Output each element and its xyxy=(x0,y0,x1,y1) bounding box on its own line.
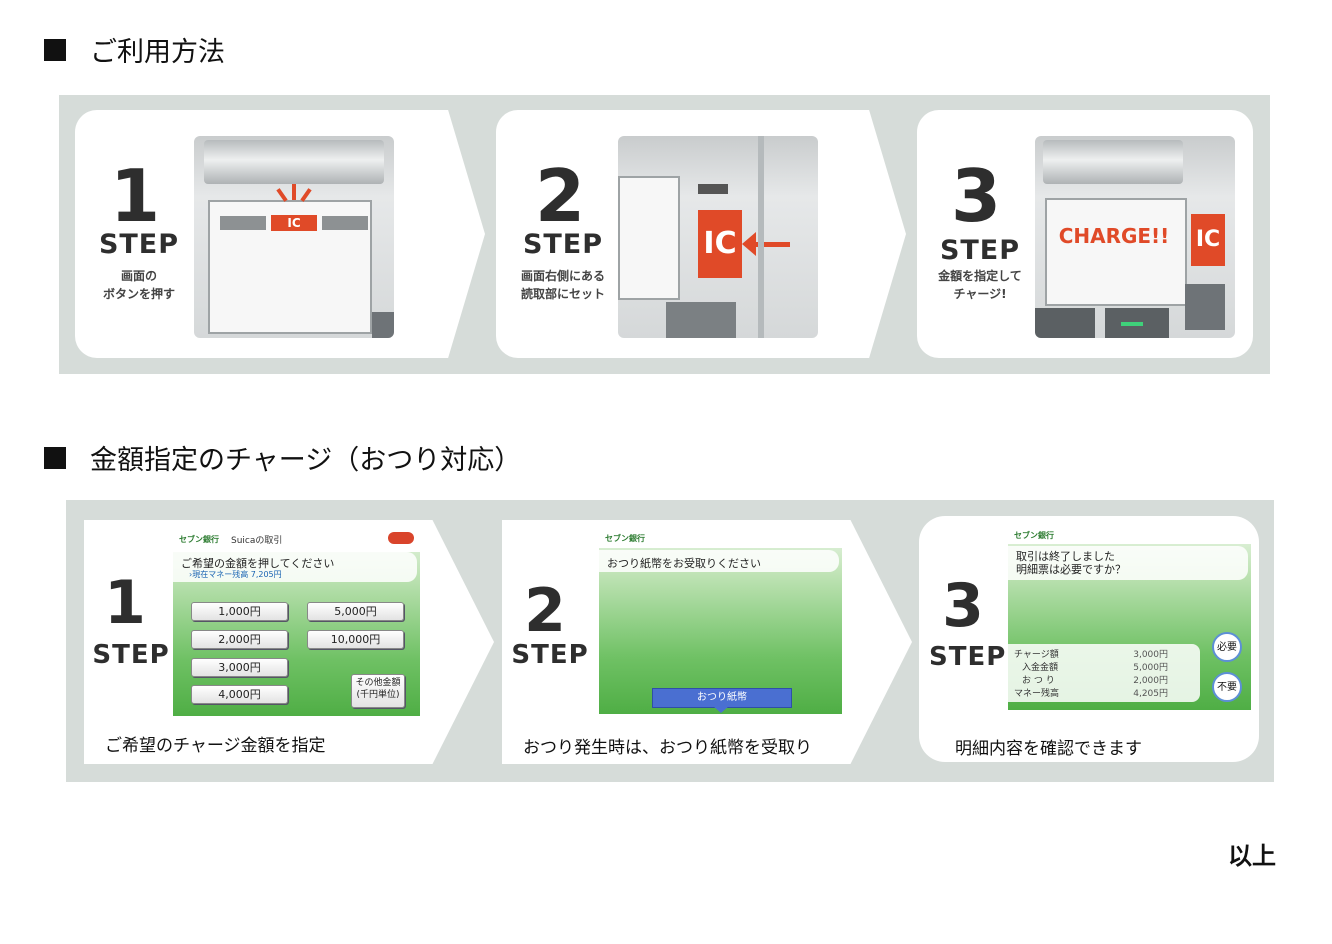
receipt-need-button[interactable]: 必要 xyxy=(1212,632,1242,662)
receipt-no-button[interactable]: 不要 xyxy=(1212,672,1242,702)
amount-10000-button[interactable]: 10,000円 xyxy=(307,630,404,649)
receipt-confirm-screen: セブン銀行 取引は終了しました 明細票は必要ですか？ チャージ額 3,000円 … xyxy=(1008,526,1251,710)
atm-photo-3: CHARGE!! IC xyxy=(1035,136,1235,338)
charge-step-3-label: STEP xyxy=(929,642,1007,672)
change-slot-indicator: おつり紙幣 xyxy=(652,688,792,708)
charge-step-2-caption: おつり発生時は、おつり紙幣を受取り xyxy=(523,738,812,758)
other-amount-button[interactable]: その他金額(千円単位) xyxy=(351,674,405,708)
charge-step-2-label: STEP xyxy=(511,640,589,670)
arrow-left-icon xyxy=(742,232,756,256)
amount-4000-button[interactable]: 4,000円 xyxy=(191,685,288,704)
amount-1000-button[interactable]: 1,000円 xyxy=(191,602,288,621)
amount-3000-button[interactable]: 3,000円 xyxy=(191,658,288,677)
usage-step-2-number: 2 xyxy=(534,154,586,238)
reader-ic-label-3: IC xyxy=(1191,214,1225,266)
usage-step-3-label: STEP xyxy=(939,235,1021,266)
amount-select-screen: セブン銀行 Suicaの取引 ご希望の金額を押してください ›現在マネー残高 7… xyxy=(173,528,420,716)
usage-step-1-number: 1 xyxy=(109,154,161,238)
usage-step-1-caption: 画面のボタンを押す xyxy=(102,269,175,301)
transaction-summary: チャージ額 3,000円 入金金額 5,000円 お つ り 2,000円 マネ… xyxy=(1008,644,1200,702)
charge-step-2-number: 2 xyxy=(524,576,566,646)
charge-step-1-number: 1 xyxy=(104,568,146,638)
usage-step-2-caption: 画面右側にある読取部にセット xyxy=(520,269,605,301)
closing-text: 以上 xyxy=(1228,842,1276,870)
atm-photo-1: IC xyxy=(194,136,394,338)
amount-2000-button[interactable]: 2,000円 xyxy=(191,630,288,649)
amount-5000-button[interactable]: 5,000円 xyxy=(307,602,404,621)
atm-photo-2: IC xyxy=(618,136,818,338)
charge-section-title: 金額指定のチャージ（おつり対応） xyxy=(44,438,521,477)
usage-step-2-label: STEP xyxy=(522,229,604,260)
charge-step-3-caption: 明細内容を確認できます xyxy=(955,739,1142,759)
usage-step-3-caption: 金額を指定してチャージ! xyxy=(938,269,1022,301)
change-receive-screen: セブン銀行 おつり紙幣をお受取りください おつり紙幣 xyxy=(599,528,842,714)
arrow-down-icon xyxy=(713,706,729,713)
charge-step-1-label: STEP xyxy=(92,640,170,670)
charge-step-3-number: 3 xyxy=(942,571,984,641)
usage-step-1-label: STEP xyxy=(98,229,180,260)
screen-ic-button: IC xyxy=(271,215,317,231)
square-bullet-icon xyxy=(44,446,66,469)
square-bullet-icon xyxy=(44,38,66,61)
cancel-icon xyxy=(388,532,414,544)
usage-step-3-number: 3 xyxy=(950,154,1002,238)
charge-screen-text: CHARGE!! xyxy=(1058,224,1170,248)
usage-section-title: ご利用方法 xyxy=(44,30,225,69)
charge-step-1-caption: ご希望のチャージ金額を指定 xyxy=(105,736,326,756)
reader-ic-label: IC xyxy=(698,210,742,278)
